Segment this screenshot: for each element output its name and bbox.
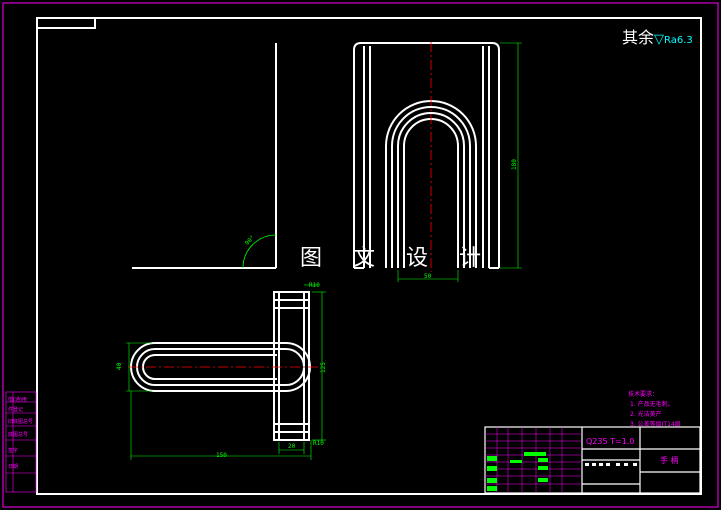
note-item: 1. 产品无毛刺。 <box>630 401 674 408</box>
plan-dimensions <box>126 284 326 460</box>
notes-title: 技术要求： <box>628 391 659 398</box>
roughness-symbol-icon: ▽ <box>654 32 665 47</box>
material-label: Q235 T=1.0 <box>586 437 635 446</box>
side-label: 日期 <box>8 464 19 470</box>
u-view <box>353 42 500 269</box>
dim-top-width: 50 <box>424 273 432 280</box>
roughness-value: Ra6.3 <box>664 35 693 46</box>
dim-plan-bottom-r: R10 <box>313 440 324 447</box>
code-box <box>36 17 96 29</box>
side-label: 签字 <box>8 448 19 454</box>
side-label: 底图总号 <box>8 432 29 438</box>
title-block-grid <box>485 427 582 493</box>
side-label: 件登记 <box>8 407 24 413</box>
plan-view <box>130 291 311 441</box>
u-dimensions <box>397 42 522 282</box>
watermark: 图 文 设 计 <box>300 246 493 271</box>
note-item: 3. 公差等级IT14级 <box>630 421 681 428</box>
side-label: 借(通)用 <box>8 397 27 403</box>
title-block-fills <box>487 452 548 491</box>
surface-roughness: 其余▽Ra6.3 <box>622 24 693 48</box>
title-block <box>484 426 701 494</box>
dim-top-height: 180 <box>511 159 518 170</box>
technical-notes: 技术要求： 1. 产品无毛刺。 2. 光洁美产 3. 公差等级IT14级 <box>628 390 681 430</box>
bend-view <box>132 43 277 269</box>
title-block-marks <box>585 463 637 466</box>
dim-plan-length: 150 <box>216 452 227 459</box>
roughness-prefix: 其余 <box>622 28 655 47</box>
side-label: 旧底图总号 <box>8 419 34 425</box>
part-name-label: 手 柄 <box>660 456 679 465</box>
dim-plan-bottom-small: 20 <box>288 443 296 450</box>
note-item: 2. 光洁美产 <box>630 411 662 418</box>
dim-plan-height: 125 <box>320 362 327 373</box>
drawing-frame <box>36 17 702 495</box>
bend-angle-arc <box>242 234 277 269</box>
side-strip <box>5 391 37 493</box>
dim-plan-left: 40 <box>116 362 123 370</box>
dim-plan-width-small: R10 <box>309 282 320 289</box>
